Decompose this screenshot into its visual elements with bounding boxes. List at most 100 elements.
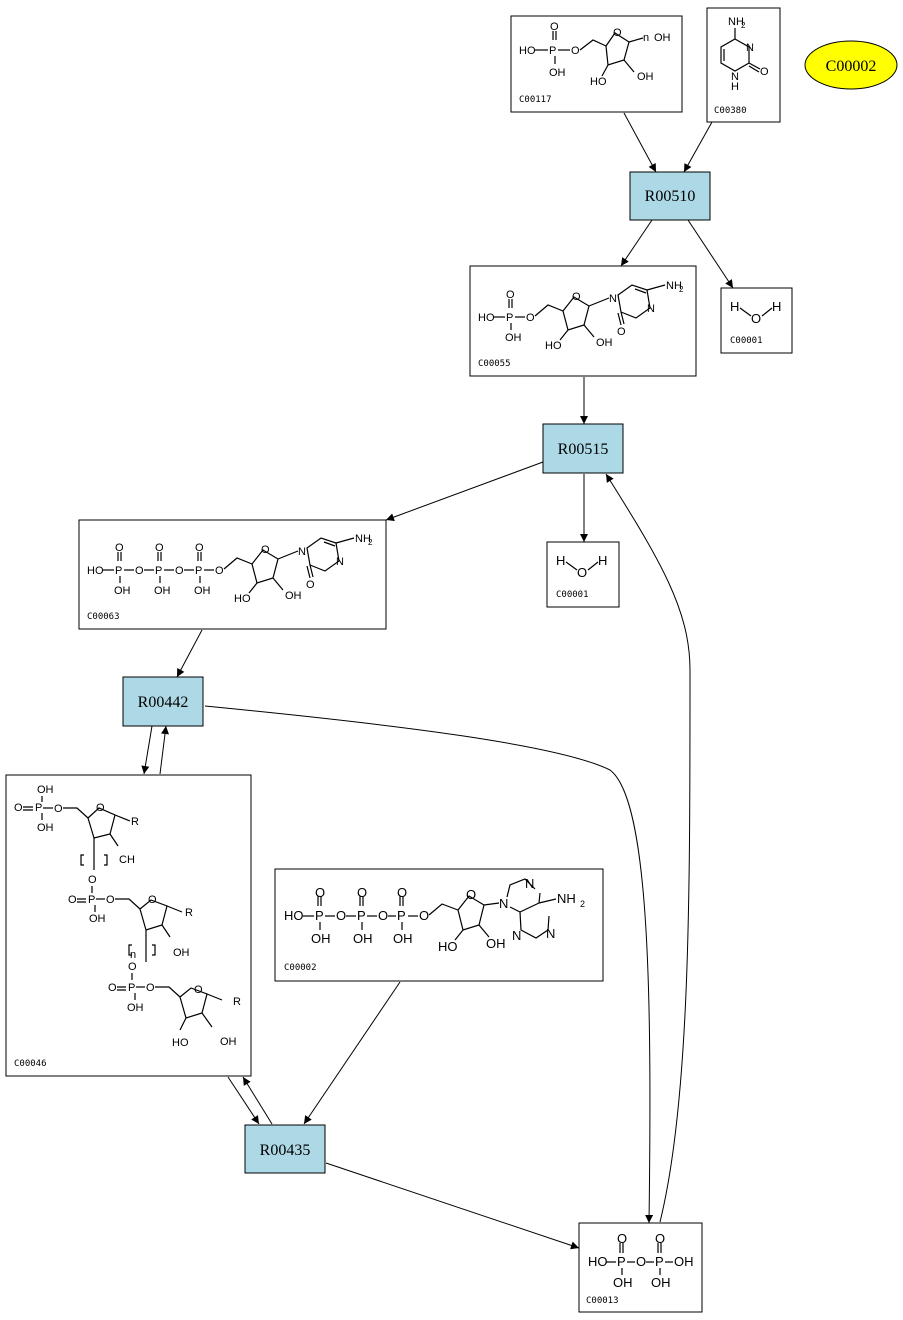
edge-c046-r4 xyxy=(227,1076,260,1125)
svg-text:O: O xyxy=(106,894,115,906)
svg-text:O: O xyxy=(655,1231,665,1246)
svg-text:O: O xyxy=(306,579,315,591)
svg-text:OH: OH xyxy=(154,585,171,597)
svg-text:R: R xyxy=(233,996,241,1008)
svg-text:P: P xyxy=(88,894,95,906)
compound-C00046[interactable]: OH O P OH O O R CH O O P OH xyxy=(5,774,252,1077)
edge-c013-r2 xyxy=(605,473,691,1223)
svg-text:2: 2 xyxy=(741,21,746,30)
svg-text:O: O xyxy=(550,21,559,33)
svg-text:C00013: C00013 xyxy=(586,1296,619,1306)
svg-text:H: H xyxy=(598,553,607,568)
svg-text:HO: HO xyxy=(519,45,536,57)
svg-text:O: O xyxy=(195,542,204,554)
svg-text:P: P xyxy=(617,1254,626,1269)
svg-text:OH: OH xyxy=(486,936,506,951)
compound-C00055[interactable]: HO P O OH O O N N NH 2 O HO OH C000 xyxy=(469,265,697,377)
edge-r4-c046 xyxy=(242,1076,273,1125)
structure-c00063: HO P O OH O P O OH O P O OH O xyxy=(87,533,373,605)
svg-text:O: O xyxy=(506,289,515,301)
svg-text:P: P xyxy=(357,908,366,923)
svg-text:O: O xyxy=(54,803,63,815)
svg-text:C00002: C00002 xyxy=(284,963,317,973)
svg-text:O: O xyxy=(135,565,144,577)
svg-text:P: P xyxy=(35,802,42,814)
svg-text:OH: OH xyxy=(194,585,211,597)
svg-text:O: O xyxy=(148,894,157,906)
compound-C00117[interactable]: HO P O OH O O n OH HO OH C00117 xyxy=(510,15,683,113)
svg-text:O: O xyxy=(128,961,137,973)
structure-c00002: HO P O OH O P O OH O P O OH O xyxy=(284,876,585,954)
compound-C00063[interactable]: HO P O OH O P O OH O P O OH O xyxy=(78,519,387,630)
svg-text:P: P xyxy=(195,565,202,577)
svg-text:O: O xyxy=(194,984,203,996)
svg-text:R00442: R00442 xyxy=(138,694,189,711)
svg-text:HO: HO xyxy=(545,340,562,352)
svg-text:C00002: C00002 xyxy=(826,58,877,75)
structure-water-b: H O H xyxy=(556,553,607,580)
svg-text:H: H xyxy=(556,553,565,568)
svg-text:HO: HO xyxy=(87,565,104,577)
structure-c00380: NH 2 N H N O xyxy=(720,16,769,93)
svg-text:O: O xyxy=(419,908,429,923)
compound-C00013[interactable]: HO P O OH O P O OH OH C00013 xyxy=(578,1222,703,1313)
svg-text:NH: NH xyxy=(355,533,371,545)
reaction-R00510[interactable]: R00510 xyxy=(629,171,711,221)
svg-text:OH: OH xyxy=(505,332,522,344)
edge-c063-r3 xyxy=(176,629,203,678)
reaction-R00435[interactable]: R00435 xyxy=(244,1124,326,1174)
reaction-R00515[interactable]: R00515 xyxy=(542,423,624,474)
structure-water-a: H O H xyxy=(730,299,781,326)
svg-text:O: O xyxy=(357,885,367,900)
svg-text:N: N xyxy=(499,896,508,911)
compound-C00380[interactable]: NH 2 N H N O C00380 xyxy=(706,7,781,123)
svg-text:O: O xyxy=(751,311,761,326)
svg-text:O: O xyxy=(378,908,388,923)
edge-r2-c063 xyxy=(385,461,544,521)
svg-text:OH: OH xyxy=(353,931,373,946)
edge-r3-c013 xyxy=(204,705,654,1224)
svg-text:P: P xyxy=(115,565,122,577)
svg-text:O: O xyxy=(261,544,270,556)
svg-text:OH: OH xyxy=(674,1254,694,1269)
svg-text:OH: OH xyxy=(173,947,190,959)
svg-text:HO: HO xyxy=(478,312,495,324)
svg-text:R00510: R00510 xyxy=(645,188,696,205)
svg-text:O: O xyxy=(617,1231,627,1246)
svg-text:N: N xyxy=(525,876,534,891)
svg-text:O: O xyxy=(617,326,626,338)
svg-text:N: N xyxy=(609,293,617,305)
svg-text:P: P xyxy=(315,908,324,923)
svg-text:2: 2 xyxy=(580,899,585,909)
svg-text:OH: OH xyxy=(285,590,302,602)
structure-c00013: HO P O OH O P O OH OH xyxy=(588,1231,694,1290)
svg-text:C00046: C00046 xyxy=(14,1059,47,1069)
svg-text:P: P xyxy=(155,565,162,577)
svg-text:NH: NH xyxy=(666,280,682,292)
svg-text:HO: HO xyxy=(172,1037,189,1049)
svg-text:H: H xyxy=(731,81,739,93)
compound-highlight-ellipse[interactable]: C00002 xyxy=(804,40,898,90)
reaction-R00442[interactable]: R00442 xyxy=(122,676,204,727)
svg-text:O: O xyxy=(88,874,97,886)
svg-text:O: O xyxy=(572,291,581,303)
svg-text:NH: NH xyxy=(728,16,744,28)
svg-text:N: N xyxy=(336,556,344,568)
svg-text:HO: HO xyxy=(438,939,458,954)
compound-C00001-b[interactable]: H O H C00001 xyxy=(546,541,620,608)
svg-text:OH: OH xyxy=(37,822,54,834)
svg-text:HO: HO xyxy=(590,76,607,88)
svg-text:O: O xyxy=(146,982,155,994)
svg-text:N: N xyxy=(647,303,655,315)
structure-c00055: HO P O OH O O N N NH 2 O HO OH xyxy=(478,280,684,352)
compound-C00001-a[interactable]: H O H C00001 xyxy=(720,287,793,354)
svg-text:O: O xyxy=(336,908,346,923)
svg-text:R00435: R00435 xyxy=(260,1142,311,1159)
svg-text:OH: OH xyxy=(613,1275,633,1290)
edge-r4-c013 xyxy=(325,1162,580,1250)
compound-C00002[interactable]: HO P O OH O P O OH O P O OH O xyxy=(274,868,604,982)
svg-text:O: O xyxy=(315,885,325,900)
svg-text:n: n xyxy=(130,949,136,961)
svg-text:N: N xyxy=(546,926,555,941)
svg-text:HO: HO xyxy=(588,1254,608,1269)
